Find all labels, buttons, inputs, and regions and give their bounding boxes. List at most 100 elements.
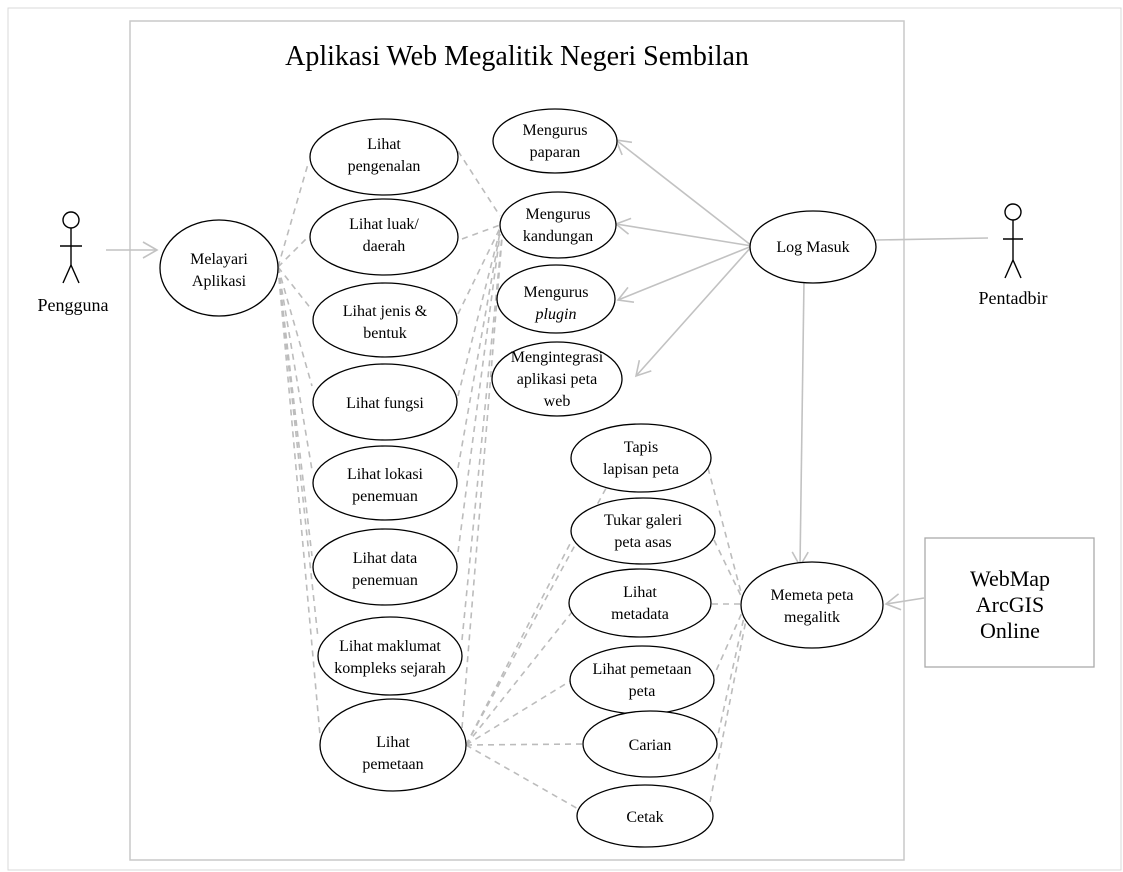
- dep-mapping-filter: [465, 469, 617, 746]
- svg-text:daerah: daerah: [363, 238, 406, 255]
- svg-text:Mengurus: Mengurus: [523, 122, 588, 139]
- dep-mapping-print: [465, 744, 581, 811]
- svg-text:Lihat: Lihat: [376, 734, 410, 751]
- usecase-lihat-fungsi: Lihat fungsi: [312, 363, 458, 441]
- svg-text:metadata: metadata: [611, 606, 669, 623]
- dep-mapping-search: [465, 743, 585, 746]
- usecase-log-masuk: Log Masuk: [749, 210, 877, 284]
- usecase-mengurus-kandungan: Mengurus kandungan: [499, 191, 617, 259]
- dep-intro-content: [457, 150, 501, 217]
- dep-search-megamap: [715, 607, 747, 745]
- svg-text:plugin: plugin: [535, 306, 577, 323]
- svg-text:web: web: [544, 393, 571, 410]
- dep-browse-intro: [277, 163, 309, 268]
- usecase-lihat-pemetaan-peta: Lihat pemetaan peta: [569, 645, 715, 715]
- usecase-lihat-pemetaan: Lihat pemetaan: [319, 698, 467, 792]
- usecase-tukar-galeri-peta-asas: Tukar galeri peta asas: [570, 497, 716, 565]
- svg-text:Mengurus: Mengurus: [524, 284, 589, 301]
- assoc-login-content: [614, 217, 753, 247]
- svg-text:Log Masuk: Log Masuk: [776, 239, 849, 256]
- svg-text:Lihat: Lihat: [367, 136, 401, 153]
- dep-mapping-content: [461, 237, 503, 729]
- svg-text:Mengurus: Mengurus: [526, 206, 591, 223]
- svg-text:ArcGIS: ArcGIS: [976, 592, 1044, 617]
- usecase-memeta-peta-megalitk: Memeta peta megalitk: [740, 561, 884, 649]
- dep-mapping-metadata: [465, 611, 573, 746]
- usecase-carian: Carian: [582, 710, 718, 778]
- dep-browse-type: [277, 266, 313, 311]
- dep-gallery-megamap: [713, 539, 743, 599]
- system-title: Aplikasi Web Megalitik Negeri Sembilan: [285, 41, 749, 72]
- assoc-login-integrate: [634, 245, 753, 378]
- svg-text:Memeta peta: Memeta peta: [770, 587, 853, 604]
- assoc-admin-login: [875, 237, 989, 241]
- svg-text:Aplikasi: Aplikasi: [192, 273, 247, 290]
- usecase-tapis-lapisan-peta: Tapis lapisan peta: [570, 423, 712, 493]
- svg-text:penemuan: penemuan: [352, 488, 418, 505]
- usecase-lihat-pengenalan: Lihat pengenalan: [309, 118, 459, 196]
- svg-text:Online: Online: [980, 618, 1040, 643]
- usecase-lihat-metadata: Lihat metadata: [568, 568, 712, 638]
- dep-mapping-mapview: [465, 679, 573, 746]
- usecase-melayari-aplikasi: Melayari Aplikasi: [159, 219, 279, 317]
- svg-text:Lihat luak/: Lihat luak/: [349, 216, 419, 233]
- svg-text:Melayari: Melayari: [190, 251, 248, 268]
- dep-type-content: [457, 227, 501, 315]
- dep-area-content: [461, 224, 501, 240]
- assoc-external-megamap: [884, 593, 925, 611]
- usecase-mengintegrasi-aplikasi-peta-web: Mengintegrasi aplikasi peta web: [491, 341, 623, 417]
- svg-text:penemuan: penemuan: [352, 572, 418, 589]
- dep-filter-megamap: [707, 467, 743, 597]
- usecase-lihat-maklumat-kompleks-sejarah: Lihat maklumat kompleks sejarah: [317, 616, 463, 696]
- actor-user-label: Pengguna: [38, 295, 109, 315]
- svg-text:pemetaan: pemetaan: [362, 756, 423, 773]
- usecase-lihat-luak-daerah: Lihat luak/ daerah: [309, 198, 459, 276]
- svg-text:Lihat lokasi: Lihat lokasi: [347, 466, 424, 483]
- svg-text:peta asas: peta asas: [614, 534, 671, 551]
- usecase-lihat-data-penemuan: Lihat data penemuan: [312, 528, 458, 606]
- usecase-cetak: Cetak: [576, 784, 714, 848]
- svg-text:Lihat pemetaan: Lihat pemetaan: [592, 661, 691, 678]
- svg-text:lapisan peta: lapisan peta: [603, 461, 679, 478]
- dep-mapview-megamap: [711, 607, 745, 681]
- usecase-mengurus-plugin: Mengurus plugin: [496, 264, 616, 334]
- assoc-login-megamap: [791, 279, 809, 568]
- svg-text:kompleks sejarah: kompleks sejarah: [334, 660, 446, 677]
- svg-text:Mengintegrasi: Mengintegrasi: [511, 349, 604, 366]
- svg-text:megalitk: megalitk: [784, 609, 840, 626]
- svg-text:pengenalan: pengenalan: [348, 158, 421, 175]
- external-system-webmap: WebMap ArcGIS Online: [924, 537, 1095, 668]
- actor-admin-label: Pentadbir: [979, 288, 1048, 308]
- dep-browse-mapping: [277, 266, 321, 736]
- dep-location-content: [457, 231, 501, 469]
- svg-text:bentuk: bentuk: [363, 325, 407, 342]
- system-boundary: [129, 20, 905, 861]
- svg-text:Lihat data: Lihat data: [353, 550, 417, 567]
- dep-browse-history: [277, 266, 319, 639]
- svg-text:paparan: paparan: [530, 144, 581, 161]
- svg-text:Lihat fungsi: Lihat fungsi: [346, 395, 424, 412]
- usecase-lihat-jenis-bentuk: Lihat jenis & bentuk: [312, 282, 458, 358]
- stick-figure-icon: [60, 211, 82, 284]
- svg-text:kandungan: kandungan: [523, 228, 593, 245]
- svg-text:WebMap: WebMap: [970, 566, 1050, 591]
- svg-text:peta: peta: [629, 683, 656, 700]
- actor-admin: Pentadbir: [979, 203, 1048, 308]
- dep-mapping-gallery: [465, 539, 573, 746]
- svg-text:Tapis: Tapis: [624, 439, 658, 456]
- actor-user: Pengguna: [38, 211, 109, 315]
- svg-text:aplikasi peta: aplikasi peta: [517, 371, 597, 388]
- svg-text:Cetak: Cetak: [626, 809, 663, 826]
- assoc-login-display: [614, 139, 753, 247]
- connectors: [106, 139, 989, 811]
- dep-print-megamap: [709, 609, 749, 803]
- usecase-lihat-lokasi-penemuan: Lihat lokasi penemuan: [312, 445, 458, 521]
- stick-figure-icon: [1003, 203, 1023, 279]
- svg-text:Lihat maklumat: Lihat maklumat: [339, 638, 441, 655]
- dep-data-content: [457, 233, 501, 553]
- svg-text:Tukar galeri: Tukar galeri: [604, 512, 683, 529]
- svg-text:Lihat: Lihat: [623, 584, 657, 601]
- dep-browse-function: [277, 266, 313, 387]
- dep-browse-location: [277, 266, 313, 471]
